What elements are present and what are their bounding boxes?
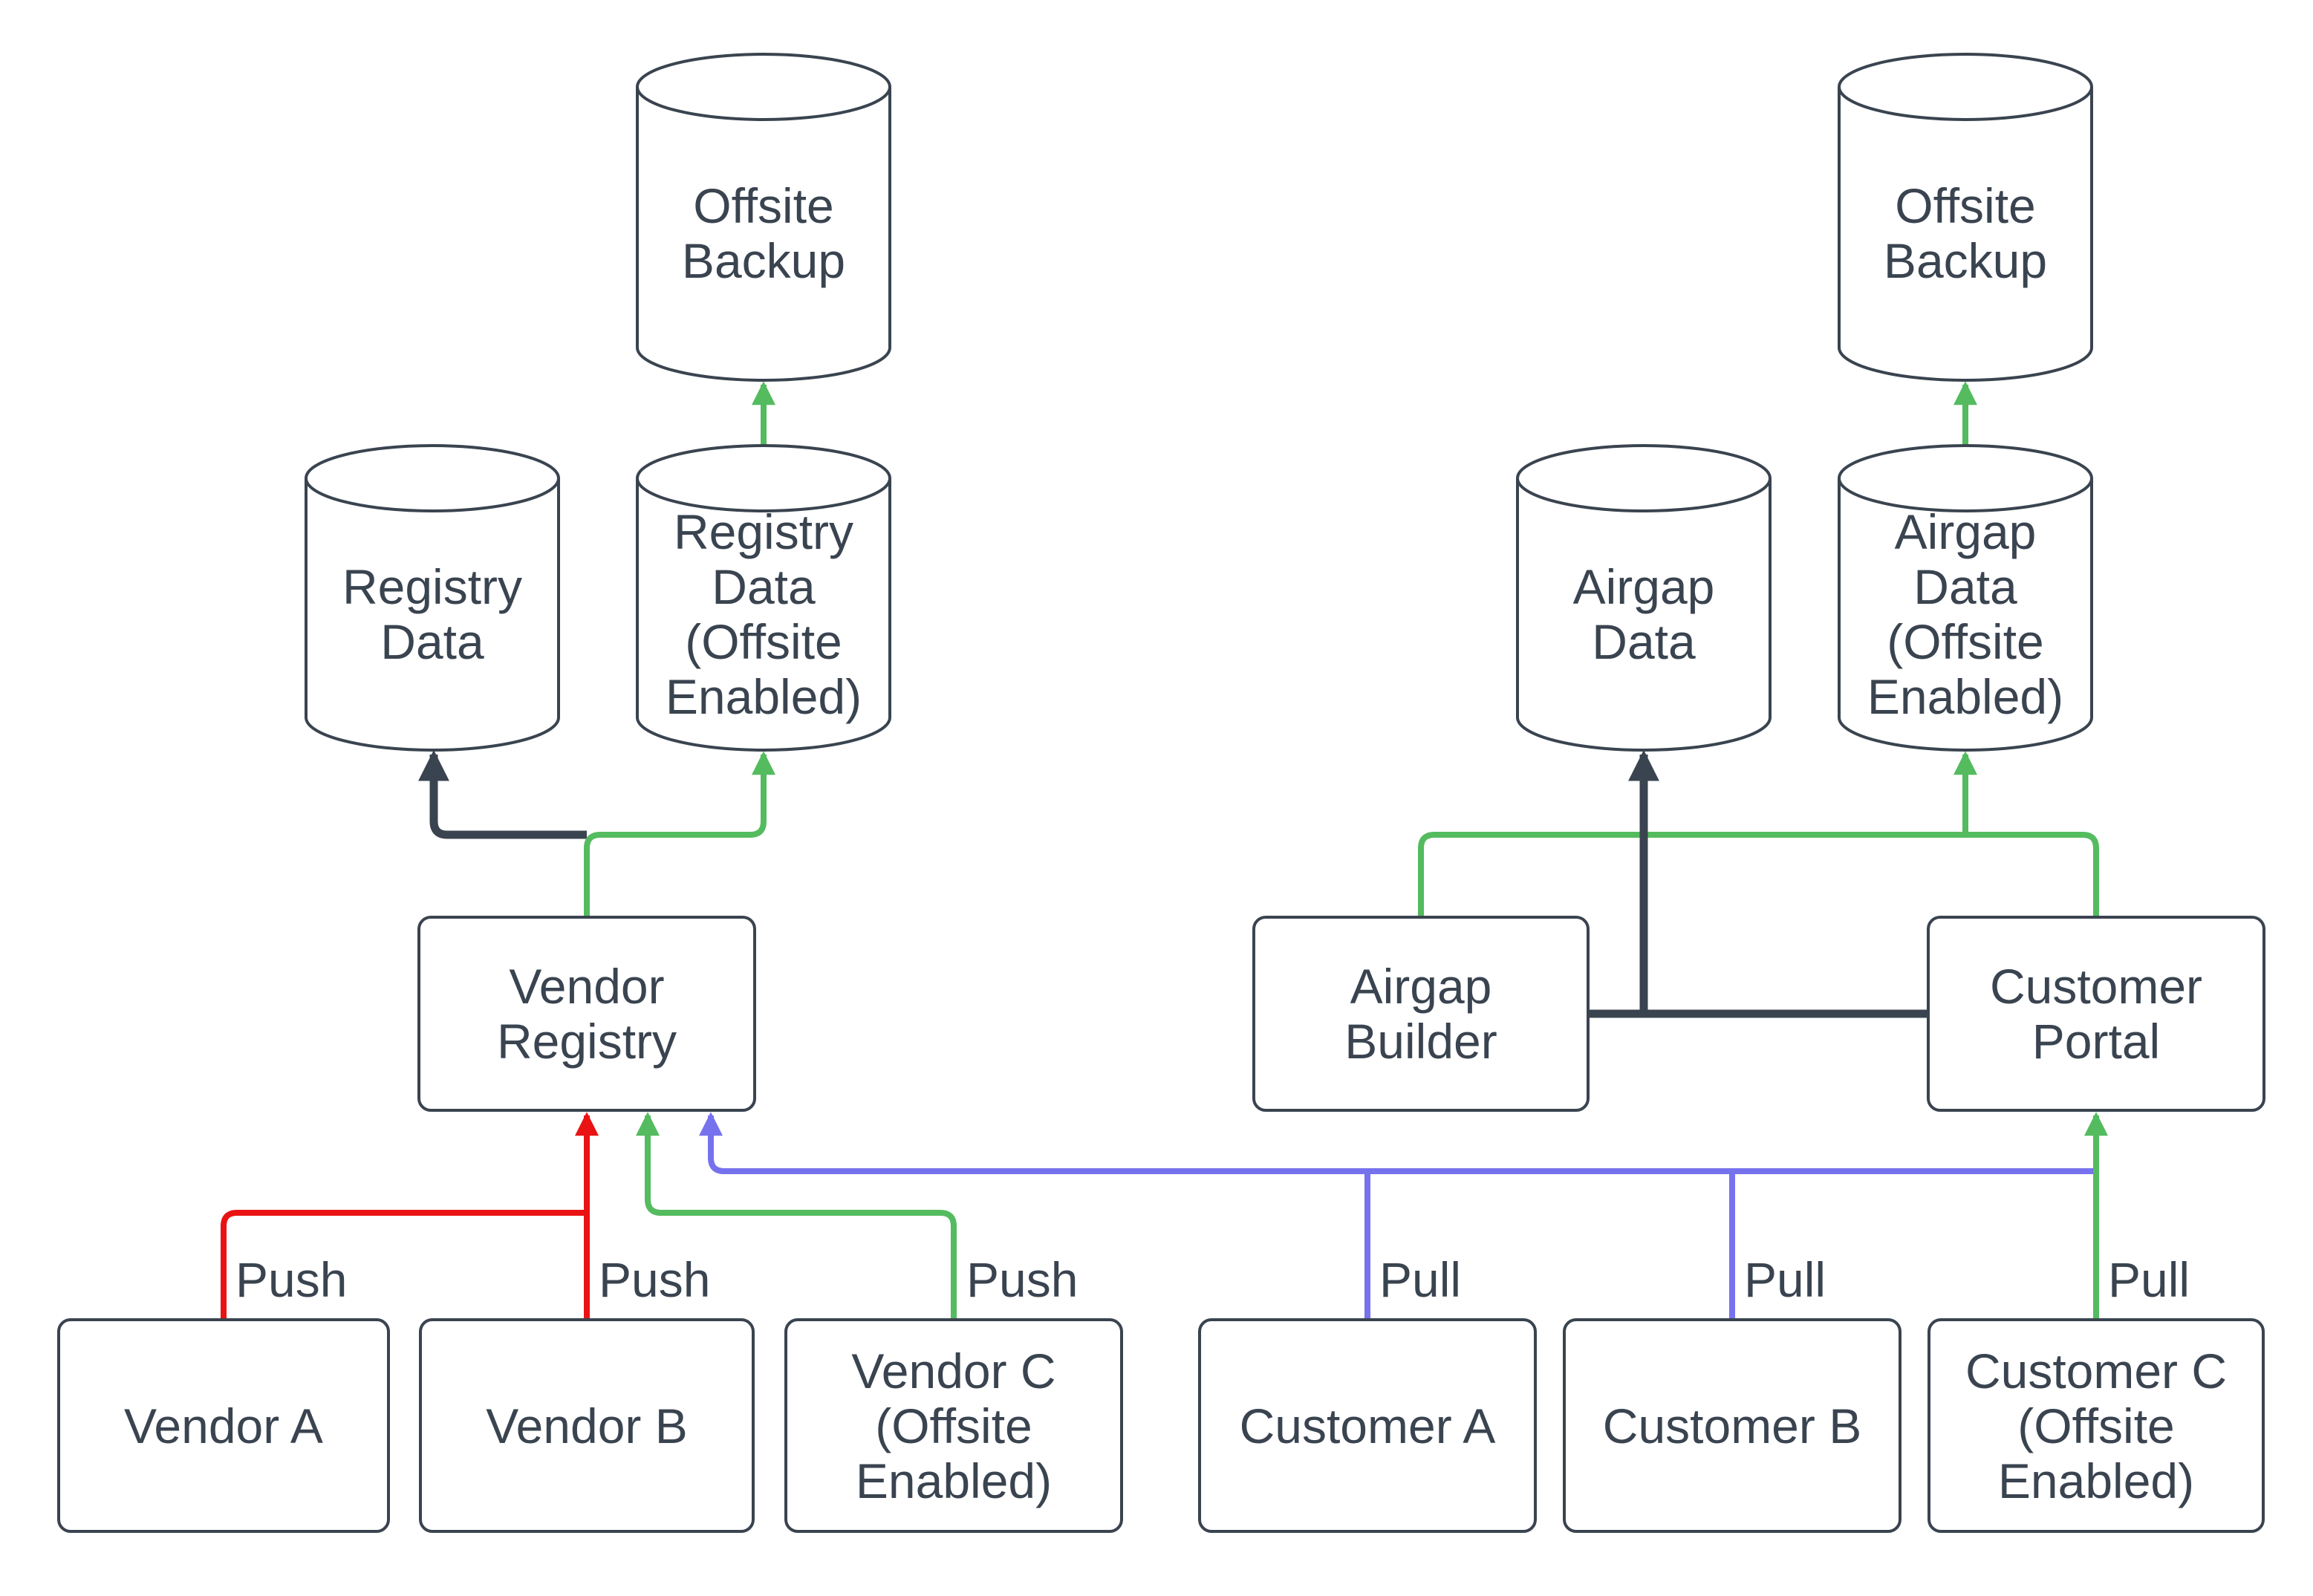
box <box>1563 1318 1902 1533</box>
node-label: Data <box>712 559 816 614</box>
node-airgap-data: Airgap Data <box>1516 444 1772 752</box>
cylinder-body <box>1838 478 2093 752</box>
cylinder-body <box>1838 87 2093 382</box>
cylinder-top <box>1516 444 1772 512</box>
box <box>1928 1318 2265 1533</box>
node-label: Backup <box>682 233 845 288</box>
node-label: Vendor A <box>124 1398 323 1453</box>
node-customer-b: Customer B <box>1563 1318 1902 1533</box>
node-label: Customer A <box>1240 1398 1496 1453</box>
node-customer-portal: Customer Portal <box>1927 916 2265 1112</box>
node-vendor-registry: Vendor Registry <box>417 916 756 1112</box>
edge-label-pull-customer-b: Pull <box>1744 1252 1826 1307</box>
node-label: Vendor C <box>851 1343 1055 1398</box>
node-label: (Offsite <box>685 614 842 669</box>
node-label: Data <box>380 614 484 669</box>
node-offsite-backup-right: Offsite Backup <box>1838 53 2093 382</box>
cylinder-top <box>1838 444 2093 512</box>
node-label: (Offsite <box>2017 1398 2175 1453</box>
node-label: (Offsite <box>875 1398 1032 1453</box>
node-registry-data: Registry Data <box>305 444 560 752</box>
node-label: Offsite <box>693 178 834 233</box>
node-label: Builder <box>1344 1014 1497 1069</box>
cylinder-top <box>636 53 891 121</box>
edge-vendor-registry-to-registry-data <box>418 749 587 839</box>
node-label: Airgap <box>1350 959 1492 1014</box>
edge-vendor-c-push <box>636 1112 957 1320</box>
cylinder-body <box>305 478 560 752</box>
edge-label-push-vendor-a: Push <box>235 1252 347 1307</box>
node-label: (Offsite <box>1887 614 2044 669</box>
node-label: Enabled) <box>1867 669 2063 724</box>
node-label: Customer B <box>1603 1398 1861 1453</box>
node-label: Enabled) <box>666 669 862 724</box>
edge-label-push-vendor-c: Push <box>966 1252 1078 1307</box>
cylinder-body <box>636 87 891 382</box>
box <box>1927 916 2265 1112</box>
node-label: Vendor <box>509 959 664 1014</box>
node-vendor-a: Vendor A <box>57 1318 390 1533</box>
edge-label-pull-customer-a: Pull <box>1379 1252 1461 1307</box>
node-registry-data-offsite: Registry Data (Offsite Enabled) <box>636 444 891 752</box>
node-label: Vendor B <box>486 1398 688 1453</box>
edge-label-push-vendor-b: Push <box>599 1252 710 1307</box>
node-vendor-c: Vendor C (Offsite Enabled) <box>784 1318 1123 1533</box>
node-offsite-backup-left: Offsite Backup <box>636 53 891 382</box>
cylinder-top <box>636 444 891 512</box>
box <box>419 1318 755 1533</box>
node-airgap-builder: Airgap Builder <box>1252 916 1590 1112</box>
box <box>784 1318 1123 1533</box>
node-label: Customer C <box>1965 1343 2227 1398</box>
box <box>57 1318 390 1533</box>
node-label: Enabled) <box>856 1453 1052 1508</box>
node-label: Enabled) <box>1998 1453 2194 1508</box>
node-label: Airgap <box>1895 504 2037 559</box>
node-label: Registry <box>674 504 853 559</box>
edge-label-pull-customer-c: Pull <box>2108 1252 2190 1307</box>
cylinder-top <box>305 444 560 512</box>
edge-vendor-registry-to-registry-data-offsite <box>584 751 775 917</box>
node-customer-c: Customer C (Offsite Enabled) <box>1928 1318 2265 1533</box>
node-label: Registry <box>342 559 522 614</box>
edge-customer-pull-trunk <box>699 1112 2096 1174</box>
node-label: Data <box>1913 559 2017 614</box>
node-airgap-data-offsite: Airgap Data (Offsite Enabled) <box>1838 444 2093 752</box>
node-label: Data <box>1592 614 1696 669</box>
box <box>1252 916 1590 1112</box>
node-label: Customer <box>1990 959 2202 1014</box>
cylinder-body <box>636 478 891 752</box>
node-customer-a: Customer A <box>1198 1318 1537 1533</box>
edge-airgap-builder-to-customer-portal-green <box>1418 832 2099 917</box>
box <box>417 916 756 1112</box>
cylinder-top <box>1838 53 2093 121</box>
node-label: Airgap <box>1573 559 1715 614</box>
node-label: Backup <box>1884 233 2047 288</box>
node-label: Portal <box>2032 1014 2160 1069</box>
node-label: Offsite <box>1895 178 2036 233</box>
cylinder-body <box>1516 478 1772 752</box>
edge-vendor-a-push <box>221 1210 587 1320</box>
node-label: Registry <box>497 1014 677 1069</box>
box <box>1198 1318 1537 1533</box>
node-vendor-b: Vendor B <box>419 1318 755 1533</box>
